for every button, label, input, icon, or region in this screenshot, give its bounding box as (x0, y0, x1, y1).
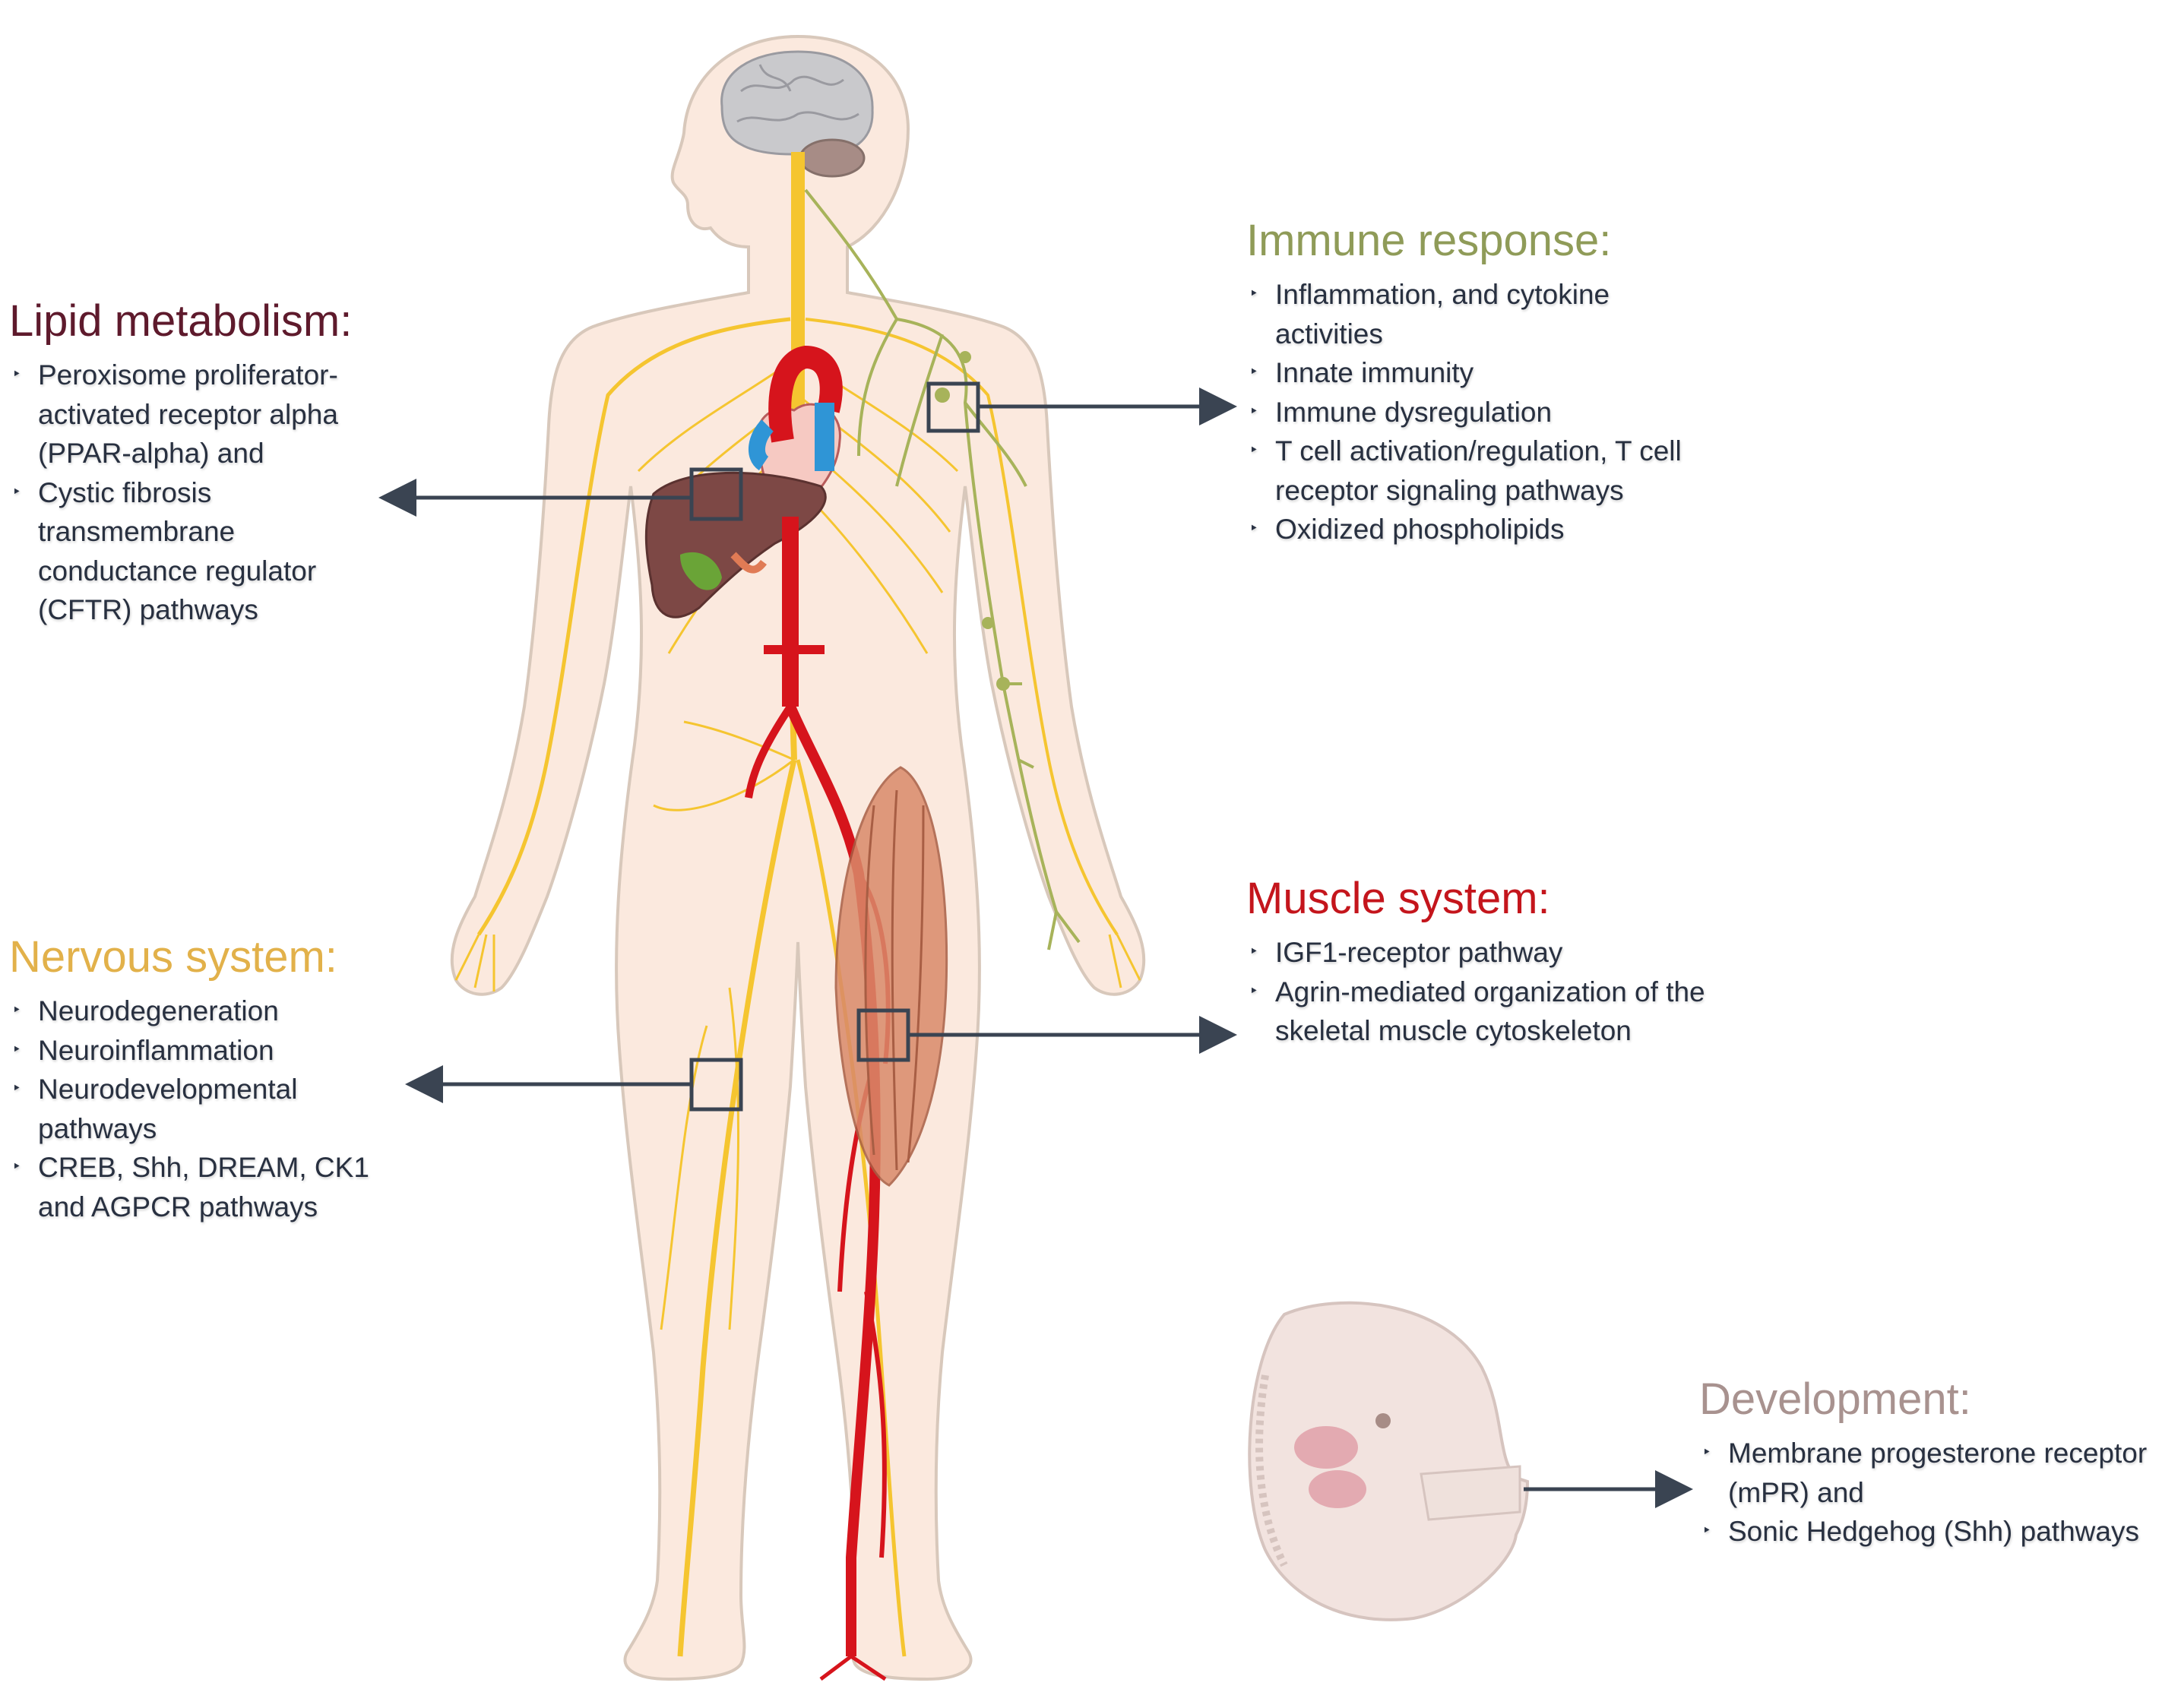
human-body (450, 34, 1146, 1681)
list-item: ‣ Sonic Hedgehog (Shh) pathways (1699, 1512, 2155, 1551)
panel-title-lipid: Lipid metabolism: (9, 296, 353, 346)
list-item-text: Immune dysregulation (1275, 396, 1553, 428)
panel-development: Development: ‣ Membrane progesterone rece… (1699, 1373, 2155, 1551)
list-item: ‣ Neurodegeneration (9, 992, 419, 1031)
bullet-icon: ‣ (12, 1002, 21, 1019)
bullet-icon: ‣ (1249, 364, 1258, 381)
inset-box-lipid (689, 467, 743, 521)
bullet-icon: ‣ (1249, 403, 1258, 420)
panel-list-lipid: ‣ Peroxisome proliferator-activated recep… (9, 356, 389, 630)
list-item-text: Innate immunity (1275, 357, 1474, 388)
bullet-icon: ‣ (1249, 520, 1258, 537)
list-item: ‣ Peroxisome proliferator-activated recep… (9, 356, 389, 473)
list-item: ‣ Agrin-mediated organization of the skel… (1246, 973, 1717, 1051)
list-item-text: Oxidized phospholipids (1275, 514, 1565, 545)
list-item-text: Inflammation, and cytokine activities (1275, 279, 1610, 350)
bullet-icon: ‣ (1249, 286, 1258, 302)
cerebellum (799, 138, 866, 178)
list-item: ‣ Innate immunity (1246, 353, 1702, 393)
brain-folds (736, 64, 859, 123)
bullet-icon: ‣ (12, 483, 21, 501)
list-item: ‣ Neuroinflammation (9, 1031, 419, 1071)
list-item: ‣ Oxidized phospholipids (1246, 510, 1702, 549)
list-item-text: Neurodegeneration (38, 995, 279, 1026)
panel-title-nervous: Nervous system: (9, 932, 337, 982)
connector-arrows (378, 387, 1693, 1508)
bullet-icon: ‣ (1249, 442, 1258, 459)
aortic-arch (768, 345, 843, 443)
embryo-umbilical-cord (1420, 1465, 1521, 1521)
bullet-icon: ‣ (1702, 1523, 1711, 1539)
list-item: ‣ Immune dysregulation (1246, 393, 1702, 432)
list-item-text: IGF1-receptor pathway (1275, 937, 1563, 968)
list-item: ‣ T cell activation/regulation, T cell re… (1246, 432, 1702, 510)
list-item-text: Neuroinflammation (38, 1034, 274, 1066)
panel-list-muscle: ‣ IGF1-receptor pathway ‣ Agrin-mediated o… (1246, 933, 1717, 1051)
panel-lipid-metabolism: Lipid metabolism: ‣ Peroxisome proliferat… (9, 295, 389, 630)
list-item: ‣ IGF1-receptor pathway (1246, 933, 1717, 973)
thigh-muscle (834, 766, 948, 1187)
panel-list-development: ‣ Membrane progesterone receptor (mPR) an… (1699, 1434, 2155, 1551)
list-item-text: T cell activation/regulation, T cell rec… (1275, 435, 1682, 506)
panel-nervous-system: Nervous system: ‣ Neurodegeneration ‣ Neur… (9, 931, 419, 1226)
gallbladder (680, 552, 722, 590)
list-item: ‣ Inflammation, and cytokine activities (1246, 275, 1702, 353)
pulmonary-vessel (748, 419, 774, 471)
bullet-icon: ‣ (1249, 982, 1258, 1000)
list-item: ‣ Neurodevelopmental pathways (9, 1070, 419, 1148)
list-item: ‣ CREB, Shh, DREAM, CK1 and AGPCR pathway… (9, 1148, 419, 1226)
lymphatic-network (804, 188, 1081, 950)
embryo-limb-bud (1375, 1413, 1391, 1428)
list-item: ‣ Cystic fibrosis transmembrane conductan… (9, 473, 389, 630)
panel-immune-response: Immune response: ‣ Inflammation, and cyto… (1246, 214, 1702, 549)
embryo-outline (1248, 1301, 1530, 1621)
panel-title-muscle: Muscle system: (1246, 874, 1550, 923)
bullet-icon: ‣ (1702, 1444, 1711, 1461)
list-item-text: Neurodevelopmental pathways (38, 1074, 298, 1144)
bullet-icon: ‣ (12, 1080, 21, 1097)
panel-title-development: Development: (1699, 1374, 1971, 1424)
brain (720, 50, 874, 156)
embryo-illustration (1248, 1301, 1530, 1621)
panel-list-immune: ‣ Inflammation, and cytokine activities ‣… (1246, 275, 1702, 549)
bullet-icon: ‣ (12, 366, 21, 383)
muscle-striations (864, 789, 925, 1171)
bullet-icon: ‣ (12, 1041, 21, 1058)
list-item-text: Cystic fibrosis transmembrane conductanc… (38, 476, 317, 626)
list-item-text: Peroxisome proliferator-activated recept… (38, 359, 338, 469)
panel-list-nervous: ‣ Neurodegeneration ‣ Neuroinflammation ‣ N… (9, 992, 419, 1226)
list-item-text: Sonic Hedgehog (Shh) pathways (1728, 1516, 2139, 1547)
bullet-icon: ‣ (12, 1159, 21, 1175)
list-item-text: CREB, Shh, DREAM, CK1 and AGPCR pathways (38, 1152, 369, 1222)
hepatic-vessel (730, 552, 767, 574)
list-item-text: Agrin-mediated organization of the skele… (1275, 976, 1705, 1047)
embryo-heart-lower (1309, 1470, 1366, 1508)
panel-title-immune: Immune response: (1246, 216, 1612, 265)
bullet-icon: ‣ (1249, 944, 1258, 960)
lymph-nodes (935, 351, 1010, 691)
panel-muscle-system: Muscle system: ‣ IGF1-receptor pathway ‣ A… (1246, 872, 1717, 1051)
list-item-text: Membrane progesterone receptor (mPR) and (1728, 1438, 2148, 1508)
embryo-spine (1255, 1374, 1288, 1567)
list-item: ‣ Membrane progesterone receptor (mPR) an… (1699, 1434, 2155, 1512)
embryo-heart-upper (1294, 1426, 1358, 1469)
